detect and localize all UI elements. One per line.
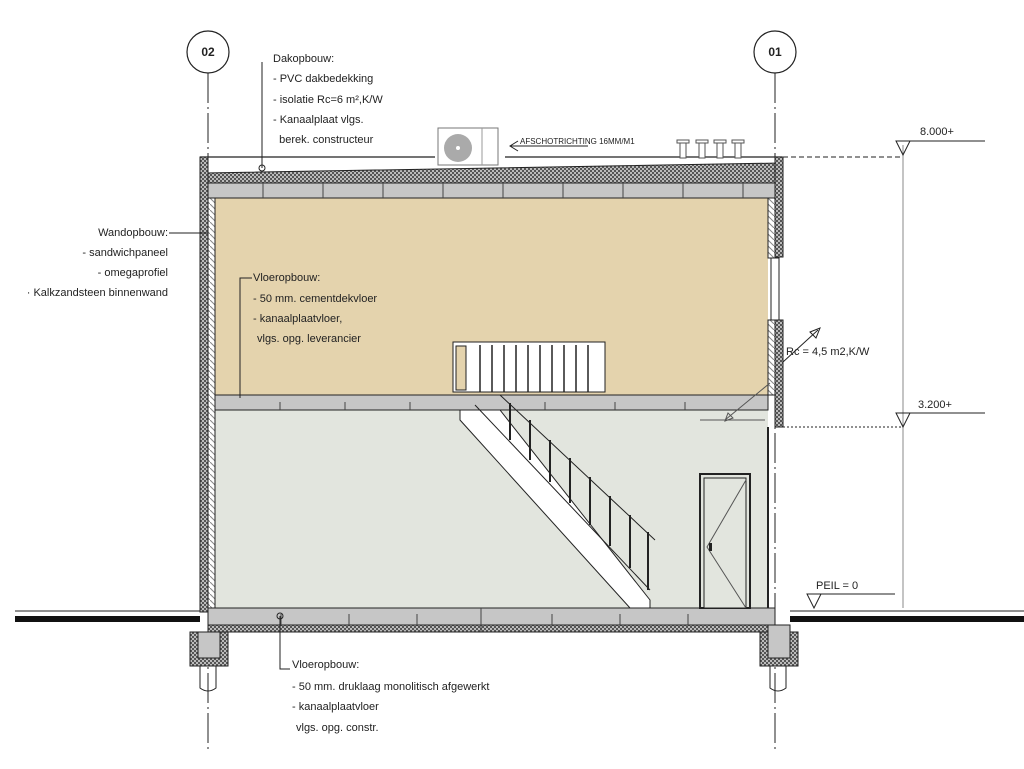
ground-floor-note-line: - kanaalplaatvloer — [292, 701, 379, 713]
foundation-left — [189, 631, 229, 692]
level-marker-3200: 3.200+ — [783, 399, 985, 429]
wall-note-line: - omegaprofiel — [98, 267, 168, 279]
upper-floor-note-line: vlgs. opg. leverancier — [257, 333, 361, 345]
right-wall-upper — [774, 156, 784, 258]
staircase — [459, 394, 656, 609]
ground-floor-note-title: Vloeropbouw: — [292, 659, 359, 671]
grid-label-01: 01 — [768, 45, 782, 59]
grid-label-02: 02 — [201, 45, 215, 59]
upper-floor-note-title: Vloeropbouw: — [253, 272, 320, 284]
door-icon — [699, 473, 751, 609]
right-inner-wall-upper — [767, 197, 776, 259]
ground-floor-note-line: vlgs. opg. constr. — [296, 722, 379, 734]
level-label: 3.200+ — [918, 399, 952, 411]
level-marker-peil: PEIL = 0 — [806, 580, 895, 610]
first-floor-slab — [214, 394, 769, 421]
upper-railing — [452, 341, 606, 393]
slope-arrow: AFSCHOTRICHTING 16MM/M1 — [509, 137, 635, 152]
roof-note-line: - PVC dakbedekking — [273, 73, 373, 85]
slope-note: AFSCHOTRICHTING 16MM/M1 — [520, 137, 635, 146]
right-wall-lower — [774, 319, 784, 428]
roof-note: Dakopbouw: - PVC dakbedekking - isolatie… — [258, 53, 383, 172]
foundation-right — [759, 624, 799, 692]
upper-floor-note-line: - kanaalplaatvloer, — [253, 313, 342, 325]
left-inner-wall — [207, 197, 216, 609]
left-wall — [199, 156, 209, 613]
ground-line-right — [790, 616, 1024, 622]
ground-floor-slab — [207, 607, 776, 633]
wall-note-title: Wandopbouw: — [98, 227, 168, 239]
ground-floor-note: Vloeropbouw: - 50 mm. druklaag monolitis… — [276, 612, 489, 734]
roof-note-line: - Kanaalplaat vlgs. — [273, 114, 364, 126]
wall-note: Wandopbouw: - sandwichpaneel - omegaprof… — [27, 227, 208, 299]
upper-floor-note: Vloeropbouw: - 50 mm. cementdekvloer - k… — [239, 272, 377, 398]
right-inner-wall-lower — [767, 319, 776, 396]
level-marker-8000: 8.000+ — [783, 126, 985, 158]
ground-floor-note-line: - 50 mm. druklaag monolitisch afgewerkt — [292, 681, 489, 693]
wall-note-line: · Kalkzandsteen binnenwand — [27, 287, 168, 299]
wall-note-line: - sandwichpaneel — [82, 247, 168, 259]
roof-note-title: Dakopbouw: — [273, 53, 334, 65]
ground-line-left — [15, 616, 200, 622]
level-label: PEIL = 0 — [816, 580, 858, 592]
rc-annotation: Rc = 4,5 m2,K/W — [724, 327, 870, 422]
rc-note: Rc = 4,5 m2,K/W — [786, 346, 870, 358]
roof-note-line: berek. constructeur — [273, 134, 374, 146]
upper-floor-note-line: - 50 mm. cementdekvloer — [253, 293, 377, 305]
ac-unit-icon — [437, 127, 499, 166]
roof-vents-icon — [676, 139, 745, 159]
window — [770, 257, 780, 321]
roof-note-line: - isolatie Rc=6 m²,K/W — [273, 94, 383, 106]
level-label: 8.000+ — [920, 126, 954, 138]
